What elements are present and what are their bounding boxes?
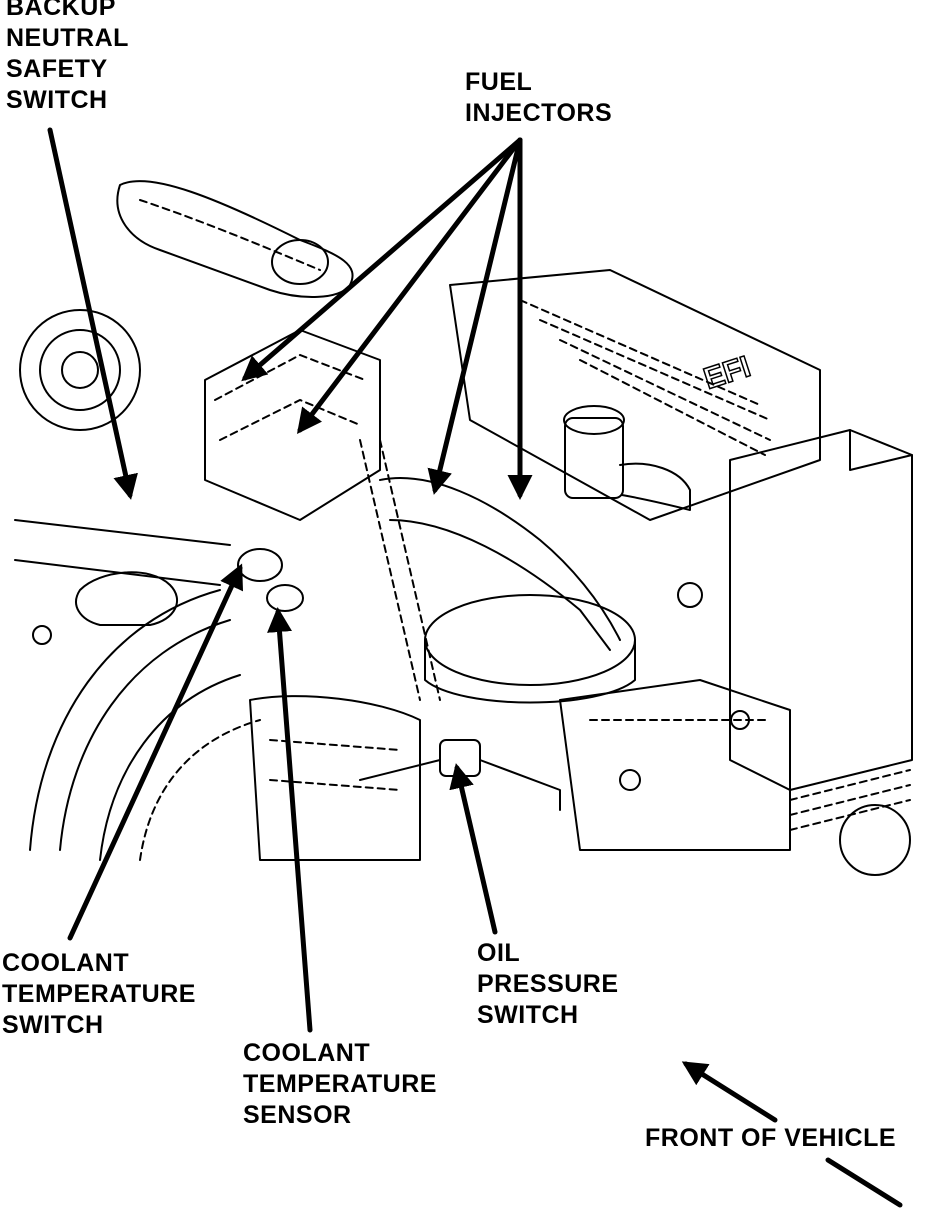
arrow-coolant-temperature-switch: [67, 563, 244, 941]
label-backup-neutral-safety-switch: BACKUP NEUTRAL SAFETY SWITCH: [6, 0, 129, 116]
label-line: TEMPERATURE: [243, 1070, 437, 1098]
label-line: PRESSURE: [477, 970, 619, 998]
label-line: TEMPERATURE: [2, 980, 196, 1008]
label-line: SENSOR: [243, 1101, 352, 1129]
engine-illustration: [14, 180, 913, 876]
front-of-vehicle-tail: [825, 1157, 903, 1208]
engine-badge: EFI: [700, 350, 755, 396]
label-line: INJECTORS: [465, 99, 613, 127]
pointer-arrows: [47, 127, 903, 1208]
label-coolant-temperature-switch: COOLANT TEMPERATURE SWITCH: [2, 948, 196, 1041]
label-line: SWITCH: [2, 1011, 104, 1039]
label-oil-pressure-switch: OIL PRESSURE SWITCH: [477, 938, 619, 1031]
label-coolant-temperature-sensor: COOLANT TEMPERATURE SENSOR: [243, 1038, 437, 1131]
arrow-front-of-vehicle: [681, 1061, 778, 1123]
arrow-fuel-injector-2: [296, 137, 523, 434]
label-line: BACKUP: [6, 0, 116, 21]
label-line: FUEL: [465, 68, 533, 96]
label-line: OIL: [477, 939, 521, 967]
arrow-backup-neutral-safety-switch: [47, 127, 138, 500]
label-front-of-vehicle: FRONT OF VEHICLE: [645, 1123, 896, 1154]
label-line: SWITCH: [6, 86, 108, 114]
arrow-fuel-injector-1: [241, 137, 523, 382]
label-line: COOLANT: [243, 1039, 371, 1067]
arrow-fuel-injector-3: [427, 137, 523, 495]
arrow-oil-pressure-switch: [449, 763, 498, 935]
arrow-coolant-temperature-sensor: [267, 607, 313, 1033]
label-line: SAFETY: [6, 55, 108, 83]
label-line: NEUTRAL: [6, 24, 129, 52]
label-line: FRONT OF VEHICLE: [645, 1124, 897, 1152]
label-line: COOLANT: [2, 949, 130, 977]
label-fuel-injectors: FUEL INJECTORS: [465, 67, 612, 129]
label-line: SWITCH: [477, 1001, 579, 1029]
